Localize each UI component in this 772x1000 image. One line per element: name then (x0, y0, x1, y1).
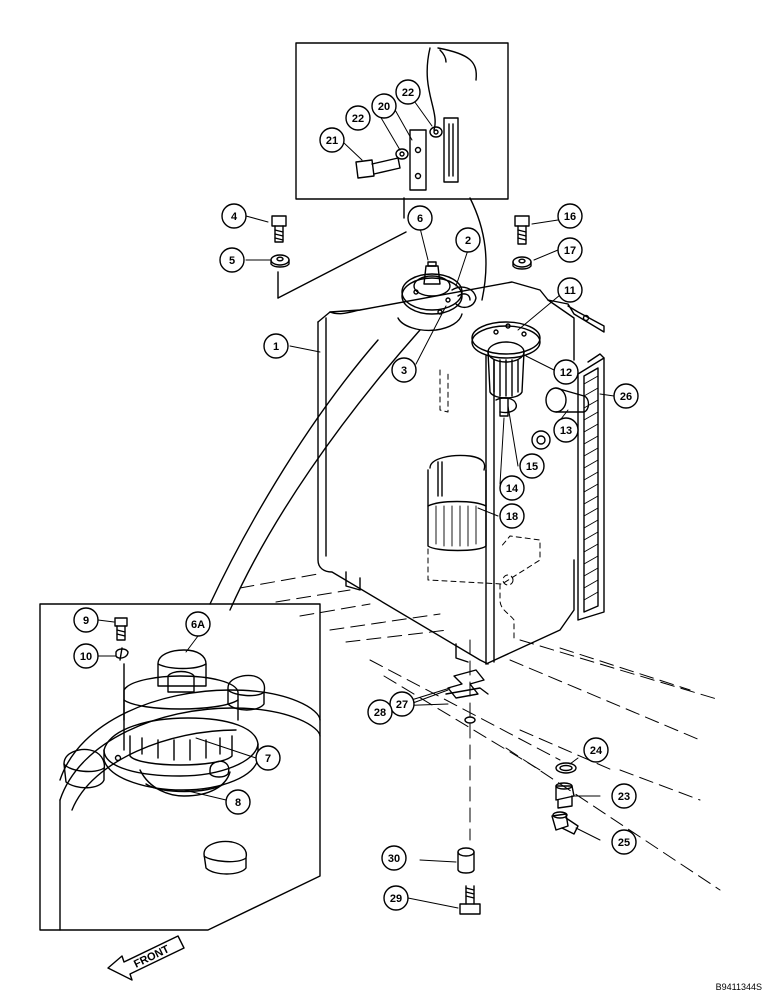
svg-text:2: 2 (465, 235, 471, 247)
callout-14: 14 (499, 475, 525, 501)
svg-text:7: 7 (265, 753, 271, 765)
drawing-code: B9411344S (716, 982, 762, 992)
gasket-27 (445, 669, 489, 699)
callout-20: 20 (371, 93, 397, 119)
svg-text:6A: 6A (191, 619, 205, 631)
cap-detail-inset (39, 329, 421, 931)
bolt-29 (459, 885, 481, 915)
callout-17: 17 (557, 237, 583, 263)
washer-5 (270, 254, 290, 268)
callout-21: 21 (319, 127, 345, 153)
svg-text:17: 17 (564, 245, 576, 257)
callout-22-b: 22 (345, 105, 371, 131)
callout-7: 7 (255, 745, 281, 771)
bolt-21 (355, 159, 375, 179)
svg-text:18: 18 (506, 511, 518, 523)
leader-lines (97, 97, 615, 909)
callout-2: 2 (455, 227, 481, 253)
o-ring-24 (555, 762, 577, 774)
elbow-25 (551, 811, 579, 835)
callouts: 1 2 3 4 5 6 6A 7 8 9 10 11 12 13 14 15 1… (73, 79, 639, 911)
svg-text:15: 15 (526, 461, 538, 473)
callout-24: 24 (583, 737, 609, 763)
svg-text:12: 12 (560, 367, 572, 379)
svg-text:22: 22 (402, 87, 414, 99)
hydraulic-tank (317, 281, 605, 665)
filler-cap-assembly (397, 261, 477, 332)
svg-text:29: 29 (390, 893, 402, 905)
washer-22-b (429, 126, 443, 138)
svg-text:21: 21 (326, 135, 338, 147)
callout-9: 9 (73, 607, 99, 633)
callout-5: 5 (219, 247, 245, 273)
callout-25: 25 (611, 829, 637, 855)
oil-cooler (577, 353, 605, 621)
spacer-30 (457, 847, 475, 874)
return-filter-assembly (471, 321, 590, 417)
svg-text:16: 16 (564, 211, 576, 223)
callout-11: 11 (557, 277, 583, 303)
svg-text:26: 26 (620, 391, 632, 403)
svg-text:8: 8 (235, 797, 241, 809)
svg-text:28: 28 (374, 707, 386, 719)
callout-8: 8 (225, 789, 251, 815)
svg-text:14: 14 (506, 483, 519, 495)
svg-text:4: 4 (231, 211, 238, 223)
svg-text:9: 9 (83, 615, 89, 627)
svg-text:20: 20 (378, 101, 390, 113)
svg-text:10: 10 (80, 651, 92, 663)
callout-4: 4 (221, 203, 247, 229)
callout-28: 28 (367, 699, 393, 725)
svg-text:23: 23 (618, 791, 630, 803)
callout-13: 13 (553, 417, 579, 443)
svg-text:13: 13 (560, 425, 572, 437)
bolt-16 (514, 215, 530, 245)
svg-text:30: 30 (388, 853, 400, 865)
callout-6A: 6A (185, 611, 211, 637)
callout-26: 26 (613, 383, 639, 409)
callout-1: 1 (263, 333, 289, 359)
callout-30: 30 (381, 845, 407, 871)
bolt-4 (271, 215, 287, 243)
frame-hidden-lines (239, 573, 721, 891)
washer-22-a (395, 148, 409, 160)
callout-12: 12 (553, 359, 579, 385)
lock-strap (443, 117, 459, 183)
svg-text:25: 25 (618, 837, 630, 849)
cap-lock-detail-inset (295, 42, 509, 301)
svg-text:3: 3 (401, 365, 407, 377)
svg-text:24: 24 (590, 745, 603, 757)
svg-text:27: 27 (396, 699, 408, 711)
callout-10: 10 (73, 643, 99, 669)
lock-plate (409, 129, 427, 191)
callout-27: 27 (389, 691, 415, 717)
callout-23: 23 (611, 783, 637, 809)
callout-15: 15 (519, 453, 545, 479)
callout-6: 6 (407, 205, 433, 231)
svg-text:22: 22 (352, 113, 364, 125)
callout-22-a: 22 (395, 79, 421, 105)
callout-29: 29 (383, 885, 409, 911)
callout-18: 18 (499, 503, 525, 529)
front-direction-arrow: FRONT (107, 935, 185, 981)
svg-text:5: 5 (229, 255, 235, 267)
svg-text:1: 1 (273, 341, 279, 353)
svg-text:11: 11 (564, 285, 576, 297)
callout-3: 3 (391, 357, 417, 383)
suction-strainer (427, 454, 487, 552)
callout-16: 16 (557, 203, 583, 229)
svg-text:6: 6 (417, 213, 423, 225)
washer-17 (512, 256, 532, 270)
